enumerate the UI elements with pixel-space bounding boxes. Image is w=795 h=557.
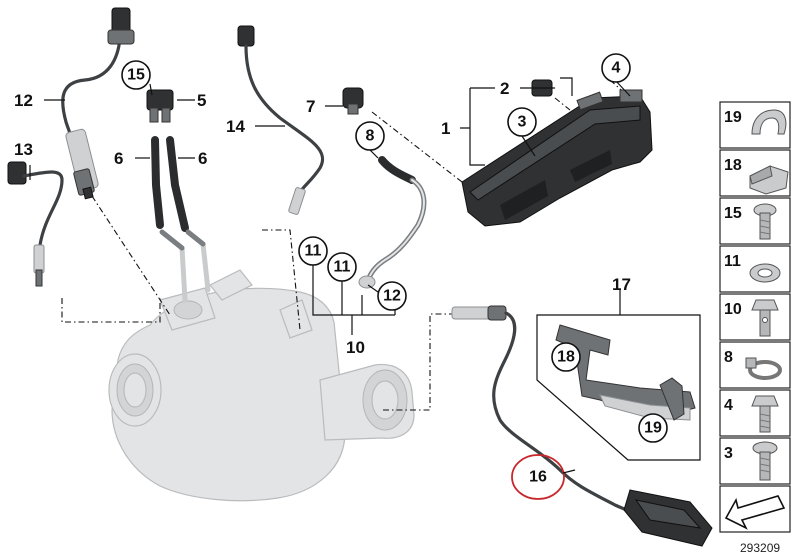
callout-4: 4	[612, 60, 621, 77]
svg-text:8: 8	[724, 349, 733, 366]
callout-10: 11	[305, 243, 322, 260]
panel-row-3[interactable]: 3	[719, 437, 791, 485]
panel-row-8[interactable]: 8	[719, 341, 791, 389]
temperature-sensor-16	[451, 305, 713, 547]
diagram-number: 293209	[740, 541, 780, 555]
holder-bracket-1	[461, 79, 653, 227]
callout-9: 10	[346, 338, 365, 357]
svg-text:15: 15	[724, 205, 742, 222]
leader-lines	[29, 77, 631, 335]
callout-11-left: 11	[334, 259, 351, 276]
panel-row-19[interactable]: 19	[719, 101, 791, 149]
hose-clamp-icon	[745, 357, 782, 380]
panel-nav-back[interactable]	[719, 485, 791, 533]
clip-icon	[751, 109, 787, 135]
callout-6-left: 6	[114, 149, 123, 168]
temperature-sensor-14	[237, 25, 325, 215]
callout-6-right: 6	[198, 149, 207, 168]
callout-labels: 12 13 5 6 6 14 7 1 2 10 17 15 4 3 8 11 1…	[14, 53, 668, 500]
svg-text:11: 11	[724, 253, 741, 270]
panel-row-15[interactable]: 15	[719, 197, 791, 245]
detail-box-17	[536, 290, 701, 461]
particulate-filter-ghost	[108, 241, 415, 502]
oxygen-sensor-12	[61, 7, 135, 200]
pressure-pipe-7	[342, 87, 427, 289]
arrow-back-icon	[724, 495, 786, 530]
small-parts-panel: 19 18 15 11	[719, 101, 791, 533]
hollow-bolt-icon	[751, 299, 779, 337]
panel-row-10[interactable]: 10	[719, 293, 791, 341]
callout-2: 2	[500, 79, 509, 98]
callout-16: 16	[529, 469, 547, 486]
svg-text:10: 10	[724, 301, 742, 318]
callout-18: 18	[557, 349, 575, 366]
callout-13: 13	[14, 140, 33, 159]
callout-8: 8	[366, 128, 375, 145]
callout-15: 15	[127, 67, 145, 84]
assembly-lines	[61, 79, 629, 411]
pressure-sensor-5	[146, 89, 206, 251]
callout-3: 3	[518, 114, 527, 131]
callout-7: 7	[306, 97, 315, 116]
callout-1: 1	[441, 119, 450, 138]
hex-bolt-icon	[751, 395, 779, 433]
temperature-sensor-13	[7, 161, 64, 287]
svg-text:4: 4	[724, 397, 733, 414]
callout-14: 14	[226, 117, 245, 136]
torx-screw-icon	[753, 203, 777, 240]
panel-row-18[interactable]: 18	[719, 149, 791, 197]
highlight-ring	[511, 454, 565, 500]
svg-text:18: 18	[724, 157, 742, 174]
callout-17: 17	[612, 275, 631, 294]
callout-11-right: 12	[383, 288, 401, 305]
callout-19: 19	[644, 420, 662, 437]
callout-12: 12	[14, 91, 33, 110]
svg-text:19: 19	[724, 109, 742, 126]
panel-row-11[interactable]: 11	[719, 245, 791, 293]
callout-5: 5	[197, 91, 206, 110]
svg-text:3: 3	[724, 445, 733, 462]
retainer-icon	[749, 165, 789, 195]
sealing-ring-icon	[749, 263, 781, 283]
flange-screw-icon	[752, 441, 778, 481]
panel-row-4[interactable]: 4	[719, 389, 791, 437]
